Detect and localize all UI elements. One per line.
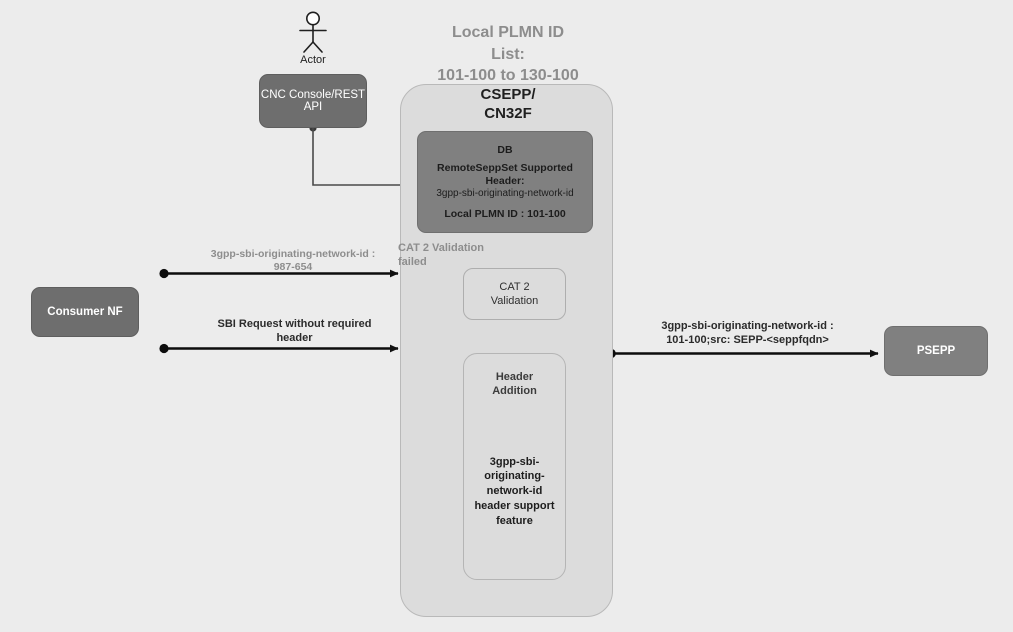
db-supported-header-label: RemoteSeppSet Supported Header:: [437, 161, 573, 187]
flow-label-originating-network-id: 3gpp-sbi-originating-network-id : 987-65…: [210, 248, 376, 274]
cnc-console-rest-api-box[interactable]: CNC Console/REST API: [259, 74, 367, 128]
header-addition-box[interactable]: Header Addition 3gpp-sbi- originating- n…: [463, 353, 566, 580]
psepp-label: PSEPP: [916, 345, 956, 357]
cat2-validation-failed-note: CAT 2 Validation failed: [398, 242, 484, 268]
db-box[interactable]: DB RemoteSeppSet Supported Header: 3gpp-…: [417, 131, 593, 233]
cat2-validation-box[interactable]: CAT 2 Validation: [463, 268, 566, 320]
flow-label-sbi-request-no-header: SBI Request without required header: [217, 318, 372, 344]
connector-cnc-to-db: [309, 124, 415, 189]
header-addition-title: Header Addition: [492, 371, 537, 398]
db-title: DB: [497, 143, 513, 156]
header-addition-feature-label: 3gpp-sbi- originating- network-id header…: [474, 455, 555, 527]
consumer-nf-box[interactable]: Consumer NF: [31, 287, 139, 337]
local-plmn-id-note: Local PLMN ID List: 101-100 to 130-100: [437, 24, 579, 85]
db-local-plmn-id: Local PLMN ID : 101-100: [444, 208, 566, 221]
actor-label: Actor: [300, 54, 326, 66]
cnc-console-label: CNC Console/REST API: [260, 89, 366, 113]
psepp-box[interactable]: PSEPP: [884, 326, 988, 376]
flow-label-output-to-psepp: 3gpp-sbi-originating-network-id : 101-10…: [661, 320, 834, 346]
connector-flow-output-to-psepp: [606, 348, 879, 359]
csepp-cn32f-title: CSEPP/ CN32F: [480, 86, 536, 122]
db-header-name: 3gpp-sbi-originating-network-id: [436, 188, 574, 200]
consumer-nf-label: Consumer NF: [47, 306, 123, 318]
actor-stick-figure-icon: [299, 11, 327, 53]
